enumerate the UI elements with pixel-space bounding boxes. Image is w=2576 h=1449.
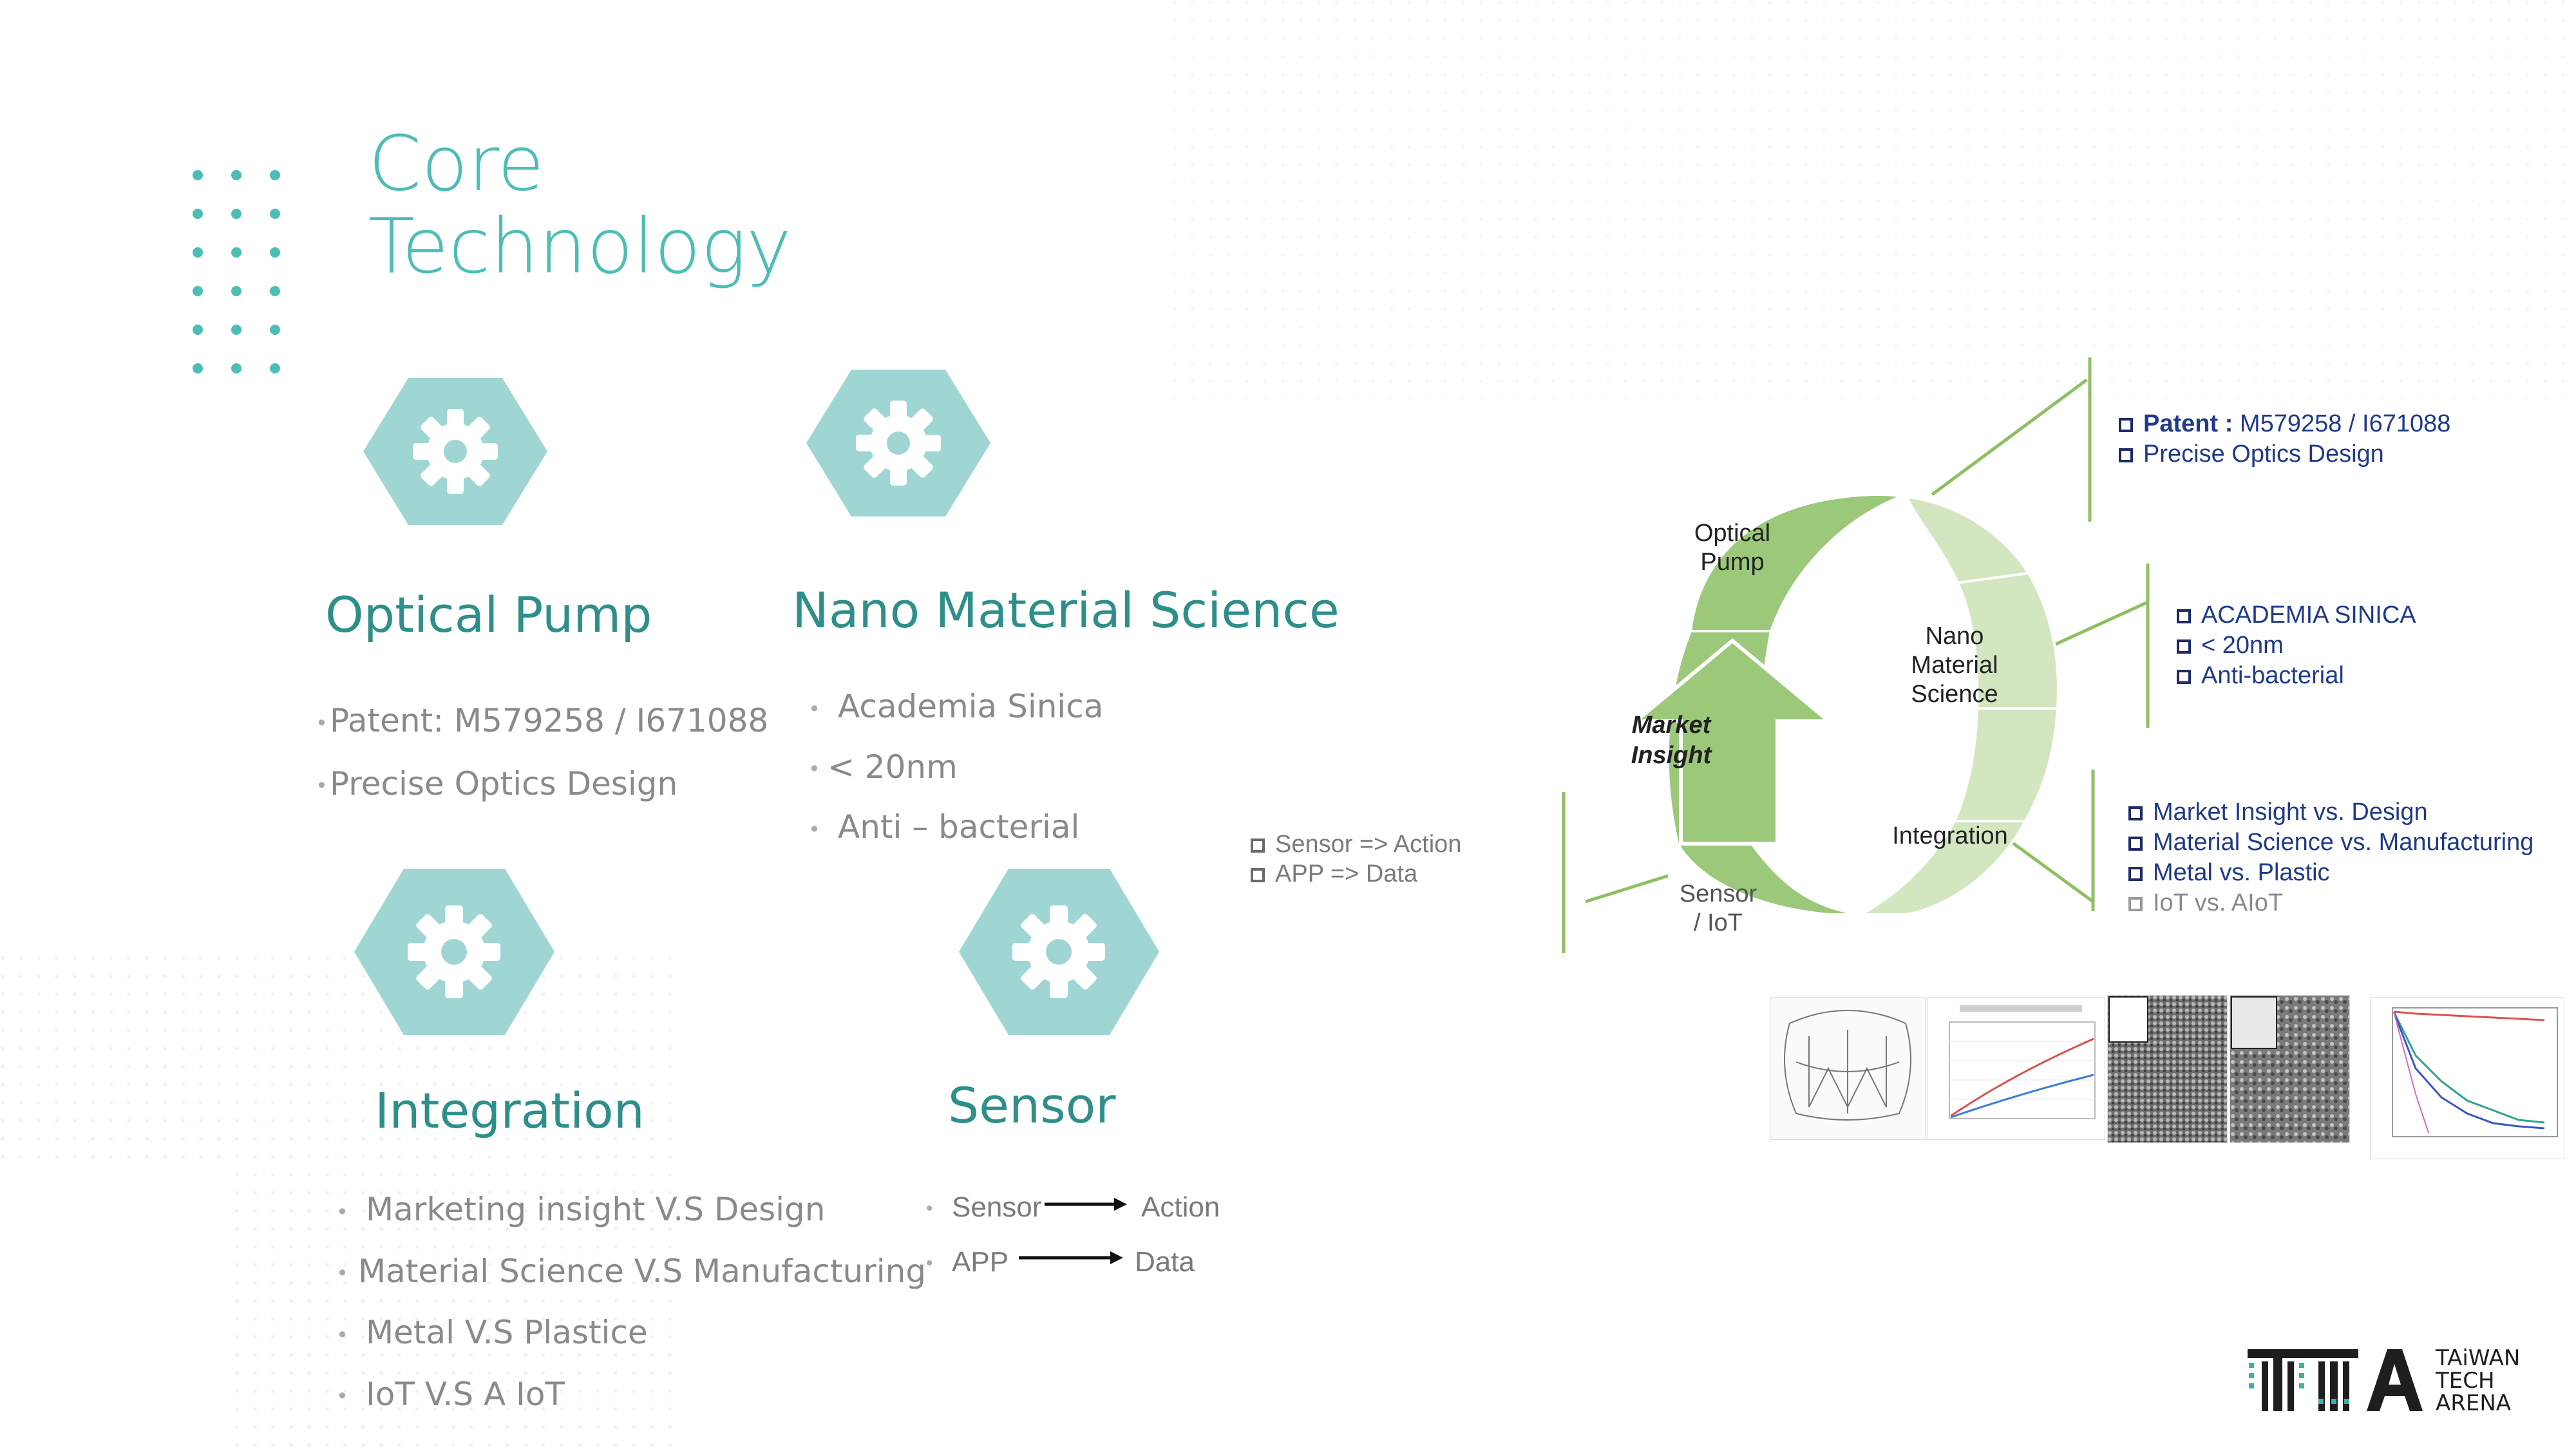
cycle-label-integration: Integration (1892, 822, 2008, 849)
note-item: Precise Optics Design (2119, 439, 2450, 469)
patent-drawing-thumbnail (1770, 997, 1926, 1140)
nano-material-bullets: •Academia Sinica •< 20nm •Anti – bacteri… (808, 677, 1103, 858)
nano-material-heading: Nano Material Science (792, 582, 1340, 639)
cycle-label-market-line2: Insight (1631, 742, 1712, 769)
note-item: Material Science vs. Manufacturing (2128, 828, 2533, 858)
note-item: IoT vs. AIoT (2128, 888, 2533, 918)
technology-cycle-diagram: Optical Pump Nano Material Science Integ… (1562, 357, 2150, 953)
title-line-2: Technology (368, 202, 791, 290)
list-item: •Precise Optics Design (316, 764, 678, 802)
nano-notes: ACADEMIA SINICA < 20nm Anti-bacterial (2177, 600, 2416, 691)
sensor-note: APP => Data (1251, 859, 1461, 889)
note-item: Patent : M579258 / I671088 (2119, 409, 2450, 439)
list-item: •< 20nm (808, 748, 958, 786)
list-item: •Marketing insight V.S Design (336, 1191, 826, 1228)
title-line-1: Core (368, 119, 545, 208)
cycle-label-market-line1: Market (1632, 712, 1712, 739)
decorative-dot-grid (193, 170, 280, 374)
app-row: •APP (926, 1246, 1009, 1278)
sensor-gear-icon (959, 869, 1159, 1035)
list-item: •Patent: M579258 / I671088 (316, 702, 769, 739)
cycle-label-nano-line3: Science (1911, 681, 1998, 708)
logo-line-2: TECH (2436, 1368, 2495, 1394)
note-item: Market Insight vs. Design (2128, 797, 2533, 828)
list-item: •Anti – bacterial (808, 808, 1080, 846)
cycle-label-sensor-line2: / IoT (1694, 909, 1743, 936)
sem-image-thumbnail-2 (2230, 995, 2350, 1143)
integration-notes: Market Insight vs. Design Material Scien… (2128, 797, 2533, 918)
note-item: Anti-bacterial (2177, 661, 2416, 691)
list-item: •Academia Sinica (808, 688, 1104, 725)
app-arrow-icon (1019, 1251, 1123, 1264)
sensor-note: Sensor => Action (1251, 829, 1461, 859)
cycle-label-optical-pump-line1: Optical (1694, 520, 1770, 547)
optical-pump-bullets: •Patent: M579258 / I671088 •Precise Opti… (316, 690, 768, 816)
integration-gear-icon (354, 869, 554, 1035)
note-item: Metal vs. Plastic (2128, 858, 2533, 888)
logo-line-3: ARENA (2436, 1390, 2512, 1416)
cycle-label-optical-pump-line2: Pump (1700, 549, 1764, 576)
decay-chart-thumbnail (2370, 997, 2564, 1159)
integration-heading: Integration (375, 1082, 645, 1139)
cycle-label-nano-line2: Material (1911, 652, 1998, 679)
app-row-to: Data (1135, 1246, 1195, 1278)
sensor-row-to: Action (1141, 1191, 1220, 1223)
list-item: •Material Science V.S Manufacturing (336, 1252, 927, 1290)
app-row-from: APP (952, 1246, 1009, 1278)
list-item: •Metal V.S Plastice (336, 1314, 648, 1351)
sem-image-thumbnail-1 (2107, 995, 2228, 1143)
optical-pump-gear-icon (363, 378, 547, 525)
sensor-notes: Sensor => Action APP => Data (1251, 829, 1461, 889)
logo-text: TAiWAN TECH ARENA (2436, 1347, 2520, 1415)
page-title: Core Technology (368, 122, 791, 287)
note-item: ACADEMIA SINICA (2177, 600, 2416, 630)
cycle-label-sensor-line1: Sensor (1680, 880, 1757, 907)
logo-line-1: TAiWAN (2436, 1345, 2521, 1371)
optical-pump-heading: Optical Pump (325, 586, 652, 643)
tta-logo (2248, 1349, 2423, 1411)
optical-notes: Patent : M579258 / I671088 Precise Optic… (2119, 409, 2450, 469)
line-chart-thumbnail (1927, 997, 2105, 1140)
list-item: •IoT V.S A IoT (336, 1375, 565, 1413)
integration-bullets: •Marketing insight V.S Design •Material … (336, 1180, 926, 1426)
sensor-row: •Sensor (926, 1191, 1042, 1223)
sensor-row-from: Sensor (952, 1191, 1042, 1223)
note-item: < 20nm (2177, 630, 2416, 661)
cycle-label-nano-line1: Nano (1926, 623, 1984, 650)
sensor-heading: Sensor (948, 1077, 1116, 1134)
nano-material-gear-icon (806, 370, 990, 516)
sensor-arrow-icon (1045, 1198, 1127, 1211)
